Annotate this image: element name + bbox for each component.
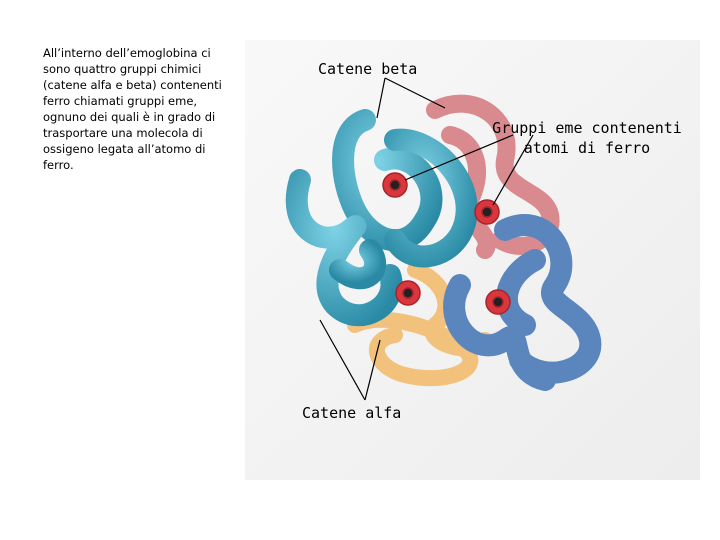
heme-group-2 <box>475 200 499 224</box>
label-alpha-chains: Catene alfa <box>302 404 401 422</box>
label-beta-chains: Catene beta <box>318 60 417 78</box>
heme-group-3 <box>396 281 420 305</box>
caption-text: All’interno dell’emoglobina ci sono quat… <box>43 45 223 173</box>
heme-group-4 <box>486 290 510 314</box>
label-heme-groups: Gruppi eme contenenti atomi di ferro <box>492 118 682 158</box>
heme-group-1 <box>383 173 407 197</box>
